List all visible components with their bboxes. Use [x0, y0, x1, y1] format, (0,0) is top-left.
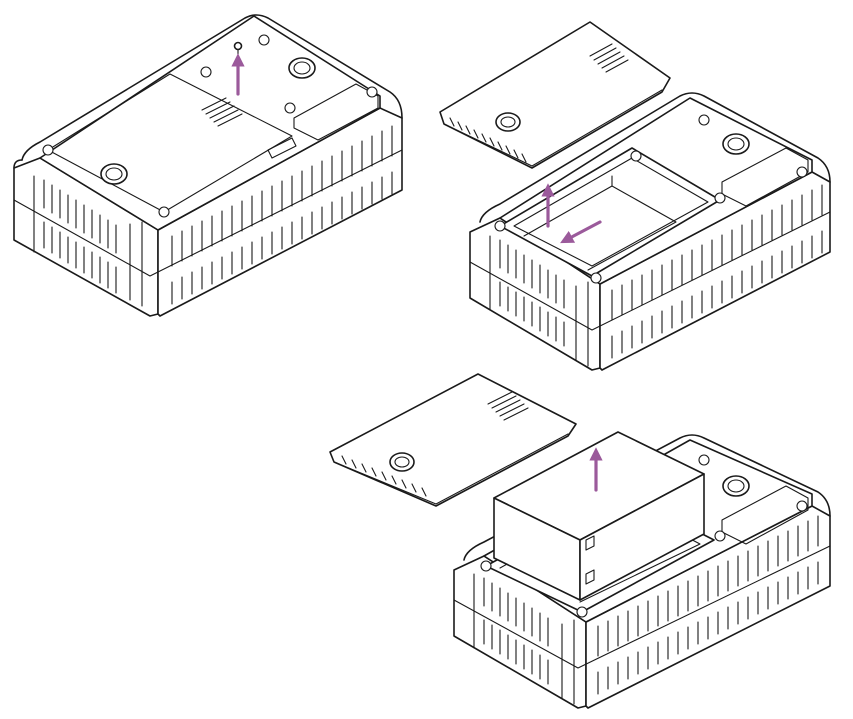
unit-2-logo-boss-icon — [722, 133, 750, 155]
step-3-detached-cover — [329, 373, 577, 507]
unit-1-side-vents — [171, 125, 393, 305]
unit-1-top-rim — [21, 14, 403, 161]
battery-terminal-negative — [585, 569, 595, 585]
step-2-detached-cover — [439, 21, 671, 169]
unit-1-seam — [13, 149, 403, 277]
battery-block — [493, 431, 705, 601]
battery-terminal-positive — [585, 535, 595, 551]
unit-1-cover-vents — [201, 97, 243, 127]
unit-1-battery-cover-outline — [47, 73, 293, 213]
step-2-cover-removal — [439, 21, 831, 371]
unit-3-front-vents — [483, 577, 549, 685]
battery-side-face — [579, 473, 705, 601]
unit-2-side-vents — [611, 184, 823, 359]
unit-1-logo-boss-icon — [100, 57, 316, 185]
unit-2-front-vents — [499, 239, 565, 347]
unit-3-side-vents — [597, 515, 819, 695]
step-1-closed-ups-unit — [13, 14, 403, 317]
unit-1-front-vents — [43, 179, 117, 294]
step-3-battery-removal — [329, 373, 831, 709]
unit-3-logo-boss-icon — [722, 475, 750, 497]
arrow-slide-left-icon — [560, 220, 602, 244]
unit-1-feet — [42, 34, 378, 218]
